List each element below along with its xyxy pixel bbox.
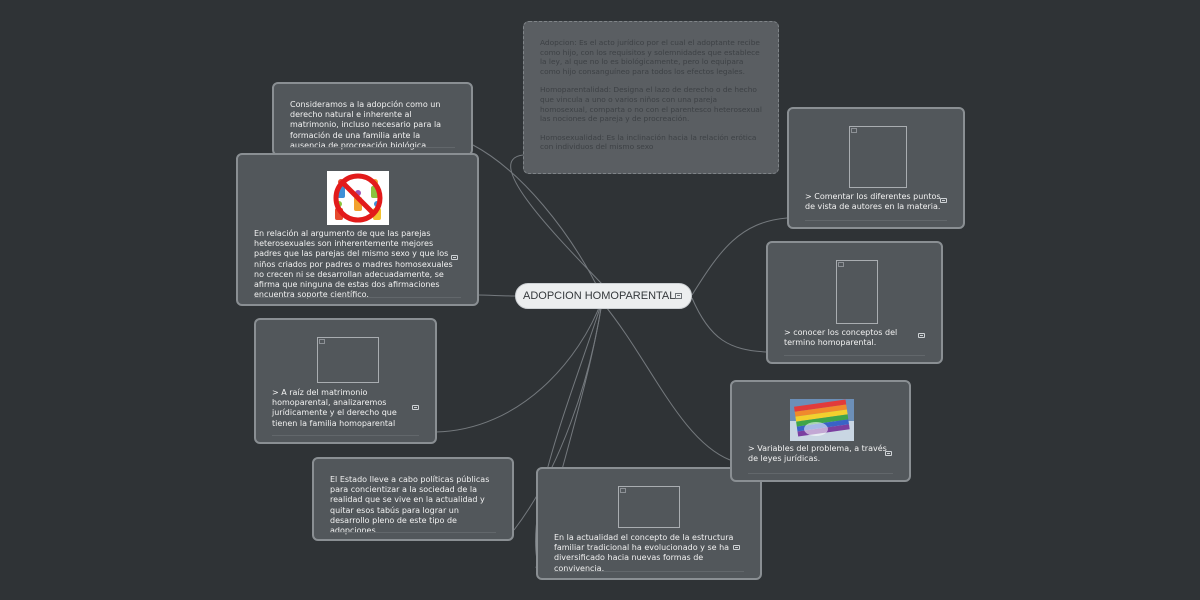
node-considera[interactable]: Consideramos a la adopción como un derec… <box>272 82 473 156</box>
link-note <box>510 154 603 285</box>
node-estado[interactable]: El Estado lleve a cabo políticas pública… <box>312 457 514 541</box>
link-conocer <box>691 297 767 353</box>
central-topic-label: ADOPCION HOMOPARENTAL <box>523 290 676 302</box>
node-relacion[interactable]: En relación al argumento de que las pare… <box>236 153 479 306</box>
note-paragraph-adopcion: Adopcion: Es el acto jurídico por el cua… <box>540 38 760 76</box>
node-comentar-text: > Comentar los diferentes puntos de vist… <box>805 192 941 212</box>
link-relacion <box>477 294 516 297</box>
link-raiz <box>435 299 603 433</box>
node-divider <box>272 435 419 436</box>
node-actualidad-text: En la actualidad el concepto de la estru… <box>554 533 734 573</box>
node-conocer-text: > conocer los conceptos del termino homo… <box>784 328 898 348</box>
node-divider <box>254 297 461 298</box>
node-relacion-text: En relación al argumento de que las pare… <box>254 229 453 300</box>
node-divider <box>784 355 925 356</box>
broken-image-placeholder <box>849 126 907 188</box>
node-divider <box>290 147 455 148</box>
node-estado-text: El Estado lleve a cabo políticas pública… <box>330 475 490 536</box>
node-variables[interactable]: > Variables del problema, a través de le… <box>730 380 911 482</box>
definitions-note[interactable]: Adopcion: Es el acto jurídico por el cua… <box>523 21 779 174</box>
note-paragraph-homosexualidad: Homosexualidad: Es la inclinación hacia … <box>540 132 757 152</box>
note-icon[interactable] <box>885 451 892 456</box>
broken-image-placeholder <box>836 260 878 324</box>
node-divider <box>805 220 947 221</box>
note-icon[interactable] <box>412 405 419 410</box>
rainbow-flag-image <box>790 399 854 441</box>
node-conocer[interactable]: > conocer los conceptos del termino homo… <box>766 241 943 364</box>
node-variables-text: > Variables del problema, a través de le… <box>748 444 887 464</box>
node-divider <box>554 571 744 572</box>
node-comentar[interactable]: > Comentar los diferentes puntos de vist… <box>787 107 965 229</box>
note-icon[interactable] <box>675 293 682 299</box>
note-icon[interactable] <box>451 255 458 260</box>
link-comentar <box>691 217 788 296</box>
node-considera-text: Consideramos a la adopción como un derec… <box>290 100 442 150</box>
no-same-sex-family-icon <box>327 171 389 225</box>
note-icon[interactable] <box>918 333 925 338</box>
central-topic[interactable]: ADOPCION HOMOPARENTAL <box>515 283 692 309</box>
link-considera <box>472 144 603 297</box>
broken-image-placeholder <box>618 486 680 528</box>
node-raiz-text: > A raíz del matrimonio homoparental, an… <box>272 388 397 428</box>
node-actualidad[interactable]: En la actualidad el concepto de la estru… <box>536 467 762 580</box>
note-icon[interactable] <box>733 545 740 550</box>
link-actualidad-2 <box>534 301 603 571</box>
node-divider <box>748 473 893 474</box>
node-raiz[interactable]: > A raíz del matrimonio homoparental, an… <box>254 318 437 444</box>
note-icon[interactable] <box>940 198 947 203</box>
note-paragraph-homoparentalidad: Homoparentalidad: Designa el lazo de der… <box>540 85 762 124</box>
link-variables <box>601 301 731 461</box>
broken-image-placeholder <box>317 337 379 383</box>
node-divider <box>330 532 496 533</box>
